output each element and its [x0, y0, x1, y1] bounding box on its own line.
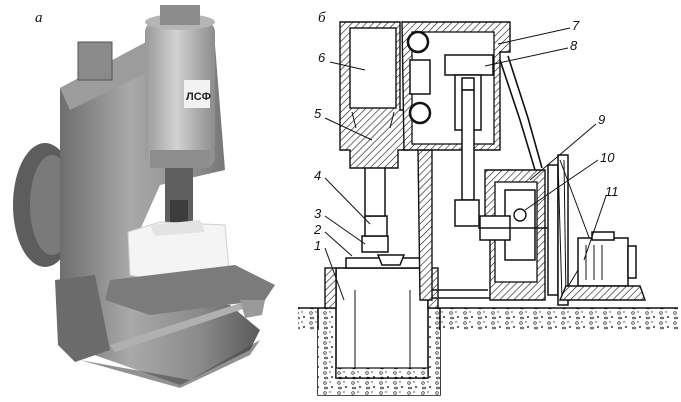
upper-valve: [406, 30, 430, 54]
anvil-block: [335, 267, 429, 379]
photo-pedal-box: [55, 275, 110, 362]
ram-head: [364, 215, 388, 237]
photo-logo: [184, 80, 210, 108]
callout-11: 11: [605, 184, 619, 199]
motor-base: [558, 285, 646, 301]
callout-8: 8: [570, 38, 578, 53]
frame-column: [417, 149, 433, 301]
photo-cylinder: [145, 22, 215, 167]
callout-4: 4: [314, 168, 321, 183]
callout-9: 9: [598, 112, 605, 127]
callout-5: 5: [314, 106, 322, 121]
connecting-rod: [461, 89, 475, 201]
callout-7: 7: [572, 18, 580, 33]
panel-label-b: б: [318, 10, 326, 26]
compressor-piston: [444, 54, 494, 76]
callout-10: 10: [600, 150, 615, 165]
lower-valve: [408, 101, 432, 125]
callout-2: 2: [313, 222, 322, 237]
upper-die: [361, 235, 389, 253]
callout-6: 6: [318, 50, 326, 65]
schematic: [298, 21, 678, 396]
leader-lines: [324, 27, 607, 301]
callout-1: 1: [314, 238, 321, 253]
flywheel: [557, 154, 569, 306]
photo-logo-text: ЛСФ: [186, 91, 211, 103]
panel-label-a: а: [35, 10, 43, 26]
callout-3: 3: [314, 206, 322, 221]
photo-hammer: ЛСФ: [13, 5, 275, 388]
